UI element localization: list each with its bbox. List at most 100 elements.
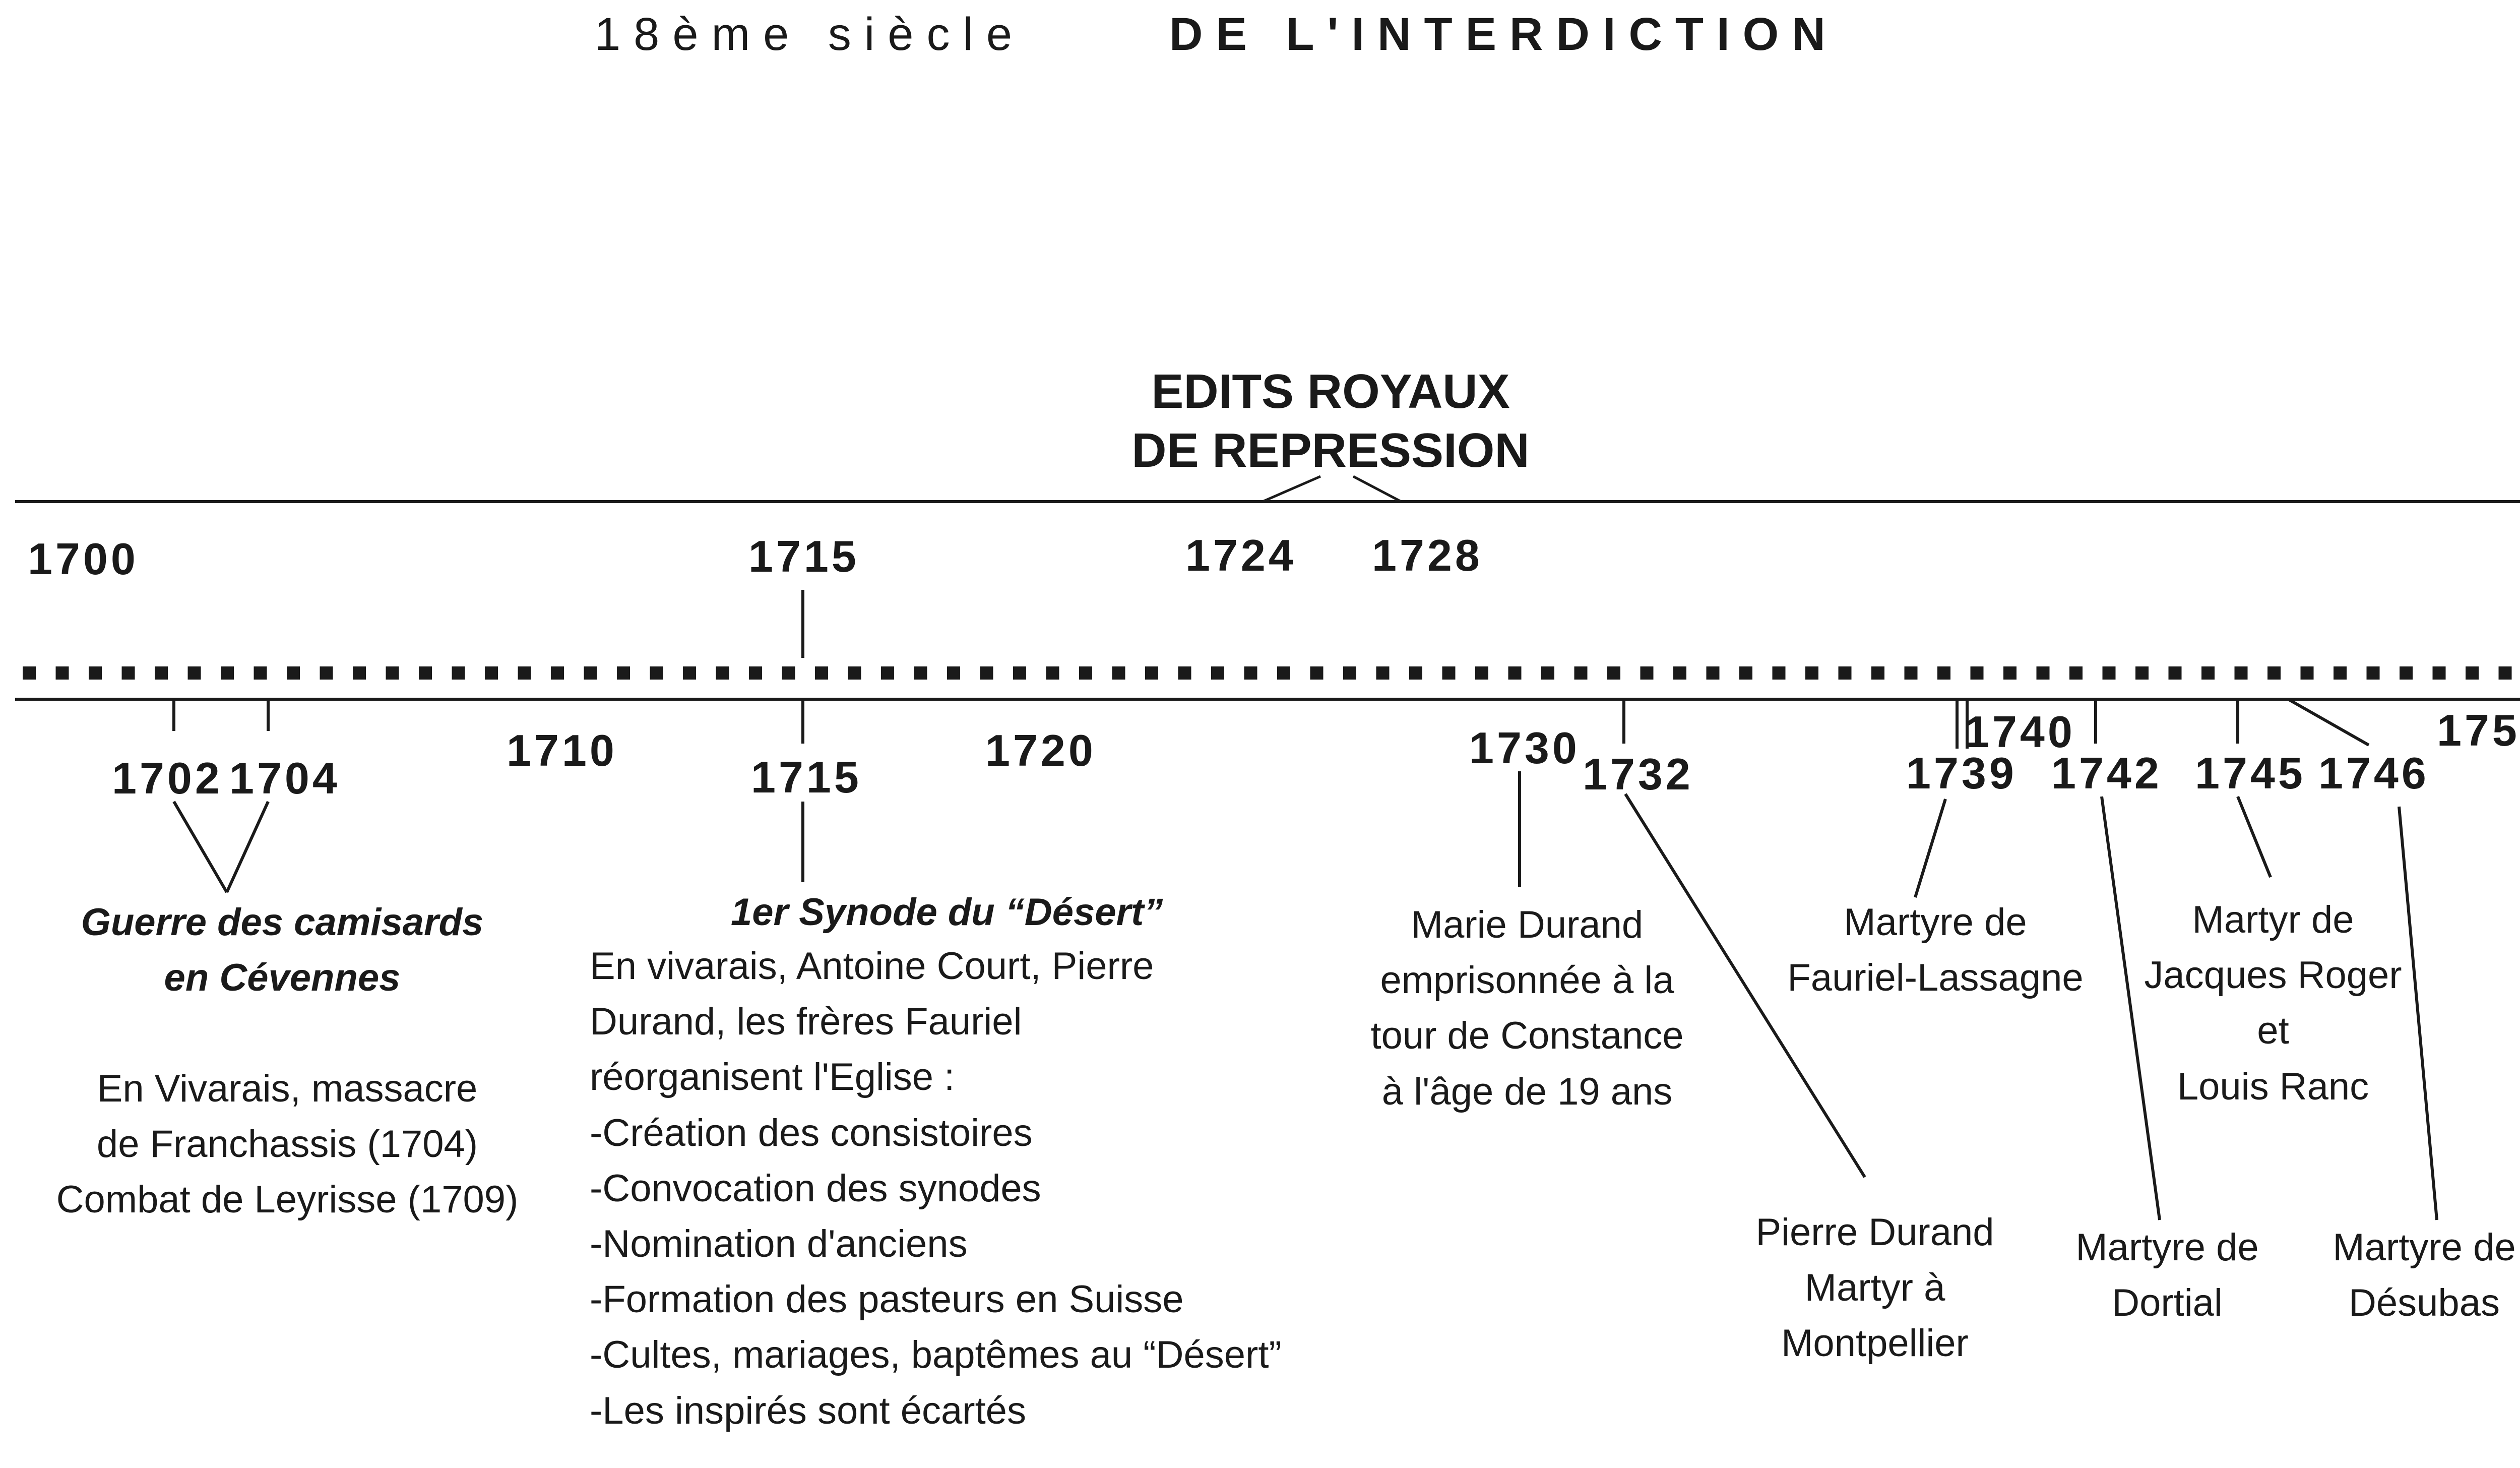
desubas-text: Martyre de Désubas	[2303, 1220, 2520, 1331]
marie-durand-text: Marie Durand emprisonnée à la tour de Co…	[1331, 897, 1724, 1120]
band-dot	[1211, 666, 1224, 680]
synode-text-line-7: -Formation des pasteurs en Suisse	[590, 1278, 1184, 1321]
band-dot	[815, 666, 828, 680]
band-dot	[1937, 666, 1950, 680]
band-dot	[2334, 666, 2347, 680]
band-dot	[650, 666, 663, 680]
fauriel-line-1: Martyre de	[1844, 901, 2027, 944]
edits-line-2: DE REPRESSION	[1131, 423, 1530, 478]
pierre-durand-line-1: Pierre Durand	[1755, 1211, 1994, 1254]
band-dot	[2366, 666, 2380, 680]
camisards-connector-left	[172, 801, 228, 893]
fauriel-text: Martyre de Fauriel-Lassagne	[1774, 895, 2097, 1006]
band-dot	[2201, 666, 2215, 680]
camisards-text: En Vivarais, massacre de Franchassis (17…	[15, 1061, 559, 1228]
band-dot	[1904, 666, 1918, 680]
year-1700: 1700	[28, 534, 139, 584]
band-dot	[1706, 666, 1720, 680]
synode-text-line-3: réorganisent l'Eglise :	[590, 1056, 955, 1099]
band-dot	[1640, 666, 1654, 680]
year-1740: 1740	[1965, 707, 2075, 757]
band-dot	[1871, 666, 1884, 680]
band-dot	[1376, 666, 1390, 680]
roger-ranc-line-1: Martyr de	[2192, 898, 2354, 941]
band-dot	[485, 666, 498, 680]
band-dot	[353, 666, 366, 680]
band-dot	[1310, 666, 1324, 680]
band-dot	[1442, 666, 1456, 680]
edits-line-1: EDITS ROYAUX	[1151, 364, 1510, 418]
camisards-text-line-3: Combat de Leyrisse (1709)	[56, 1178, 519, 1221]
band-dot	[187, 666, 201, 680]
band-dot	[2300, 666, 2314, 680]
year-1742: 1742	[2051, 748, 2162, 798]
camisards-heading-line-2: en Cévennes	[164, 956, 401, 1000]
year-1728: 1728	[1372, 530, 1483, 580]
band-dot	[1475, 666, 1488, 680]
band-dot	[551, 666, 564, 680]
year-1732: 1732	[1583, 749, 1693, 799]
edits-connector-1728	[1352, 475, 1402, 503]
band-dot	[2267, 666, 2281, 680]
desubas-line-2: Désubas	[2349, 1281, 2500, 1325]
year-1750: 1750	[2437, 705, 2520, 755]
band-dot	[1343, 666, 1356, 680]
band-dot	[1244, 666, 1257, 680]
camisards-connector-right	[225, 801, 270, 893]
band-dot	[1574, 666, 1588, 680]
band-dot	[1145, 666, 1158, 680]
dortial-line-2: Dortial	[2112, 1281, 2223, 1325]
tick-1746	[2287, 698, 2370, 747]
band-dot	[1277, 666, 1290, 680]
year-1704: 1704	[229, 753, 340, 803]
year-1720: 1720	[985, 725, 1096, 775]
band-dot	[2135, 666, 2149, 680]
year-1746: 1746	[2318, 748, 2429, 798]
band-dot	[2234, 666, 2248, 680]
year-1702: 1702	[112, 753, 223, 803]
band-dot	[1541, 666, 1554, 680]
band-dot	[914, 666, 927, 680]
band-dot	[518, 666, 531, 680]
dotted-band	[23, 666, 2512, 680]
band-dot	[2432, 666, 2446, 680]
band-dot	[1838, 666, 1852, 680]
pierre-durand-text: Pierre Durand Martyr à Montpellier	[1714, 1205, 2036, 1372]
band-dot	[155, 666, 168, 680]
camisards-heading-line-1: Guerre des camisards	[81, 901, 484, 944]
band-dot	[1178, 666, 1191, 680]
fauriel-line-2: Fauriel-Lassagne	[1787, 956, 2084, 1000]
band-dot	[55, 666, 69, 680]
band-dot	[683, 666, 696, 680]
desubas-connector	[2398, 806, 2438, 1220]
camisards-text-line-2: de Franchassis (1704)	[96, 1123, 478, 1166]
camisards-text-line-1: En Vivarais, massacre	[97, 1067, 478, 1110]
synode-text-line-6: -Nomination d'anciens	[590, 1222, 968, 1265]
band-dot	[254, 666, 267, 680]
title-part-century: 18ème siècle	[595, 9, 1026, 60]
year-1710: 1710	[507, 725, 617, 775]
band-dot	[2069, 666, 2083, 680]
band-dot	[947, 666, 960, 680]
marie-durand-line-3: tour de Constance	[1370, 1014, 1684, 1058]
roger-ranc-text: Martyr de Jacques Roger et Louis Ranc	[2132, 892, 2414, 1115]
band-dot	[749, 666, 762, 680]
band-dot	[2400, 666, 2413, 680]
band-dot	[881, 666, 894, 680]
band-dot	[584, 666, 597, 680]
band-dot	[2168, 666, 2182, 680]
synode-text-line-9: -Les inspirés sont écartés	[590, 1389, 1026, 1432]
band-dot	[1112, 666, 1125, 680]
band-dot	[2102, 666, 2116, 680]
pierre-durand-line-2: Martyr à	[1804, 1266, 1945, 1310]
band-dot	[1079, 666, 1092, 680]
title-part-interdiction: DE L'INTERDICTION	[1169, 9, 1839, 60]
synode-heading: 1er Synode du “Désert”	[731, 891, 1163, 934]
band-dot	[452, 666, 465, 680]
band-dot	[386, 666, 399, 680]
band-dot	[287, 666, 300, 680]
year-1745: 1745	[2195, 748, 2306, 798]
band-dot	[617, 666, 630, 680]
year-1739: 1739	[1906, 748, 2017, 798]
